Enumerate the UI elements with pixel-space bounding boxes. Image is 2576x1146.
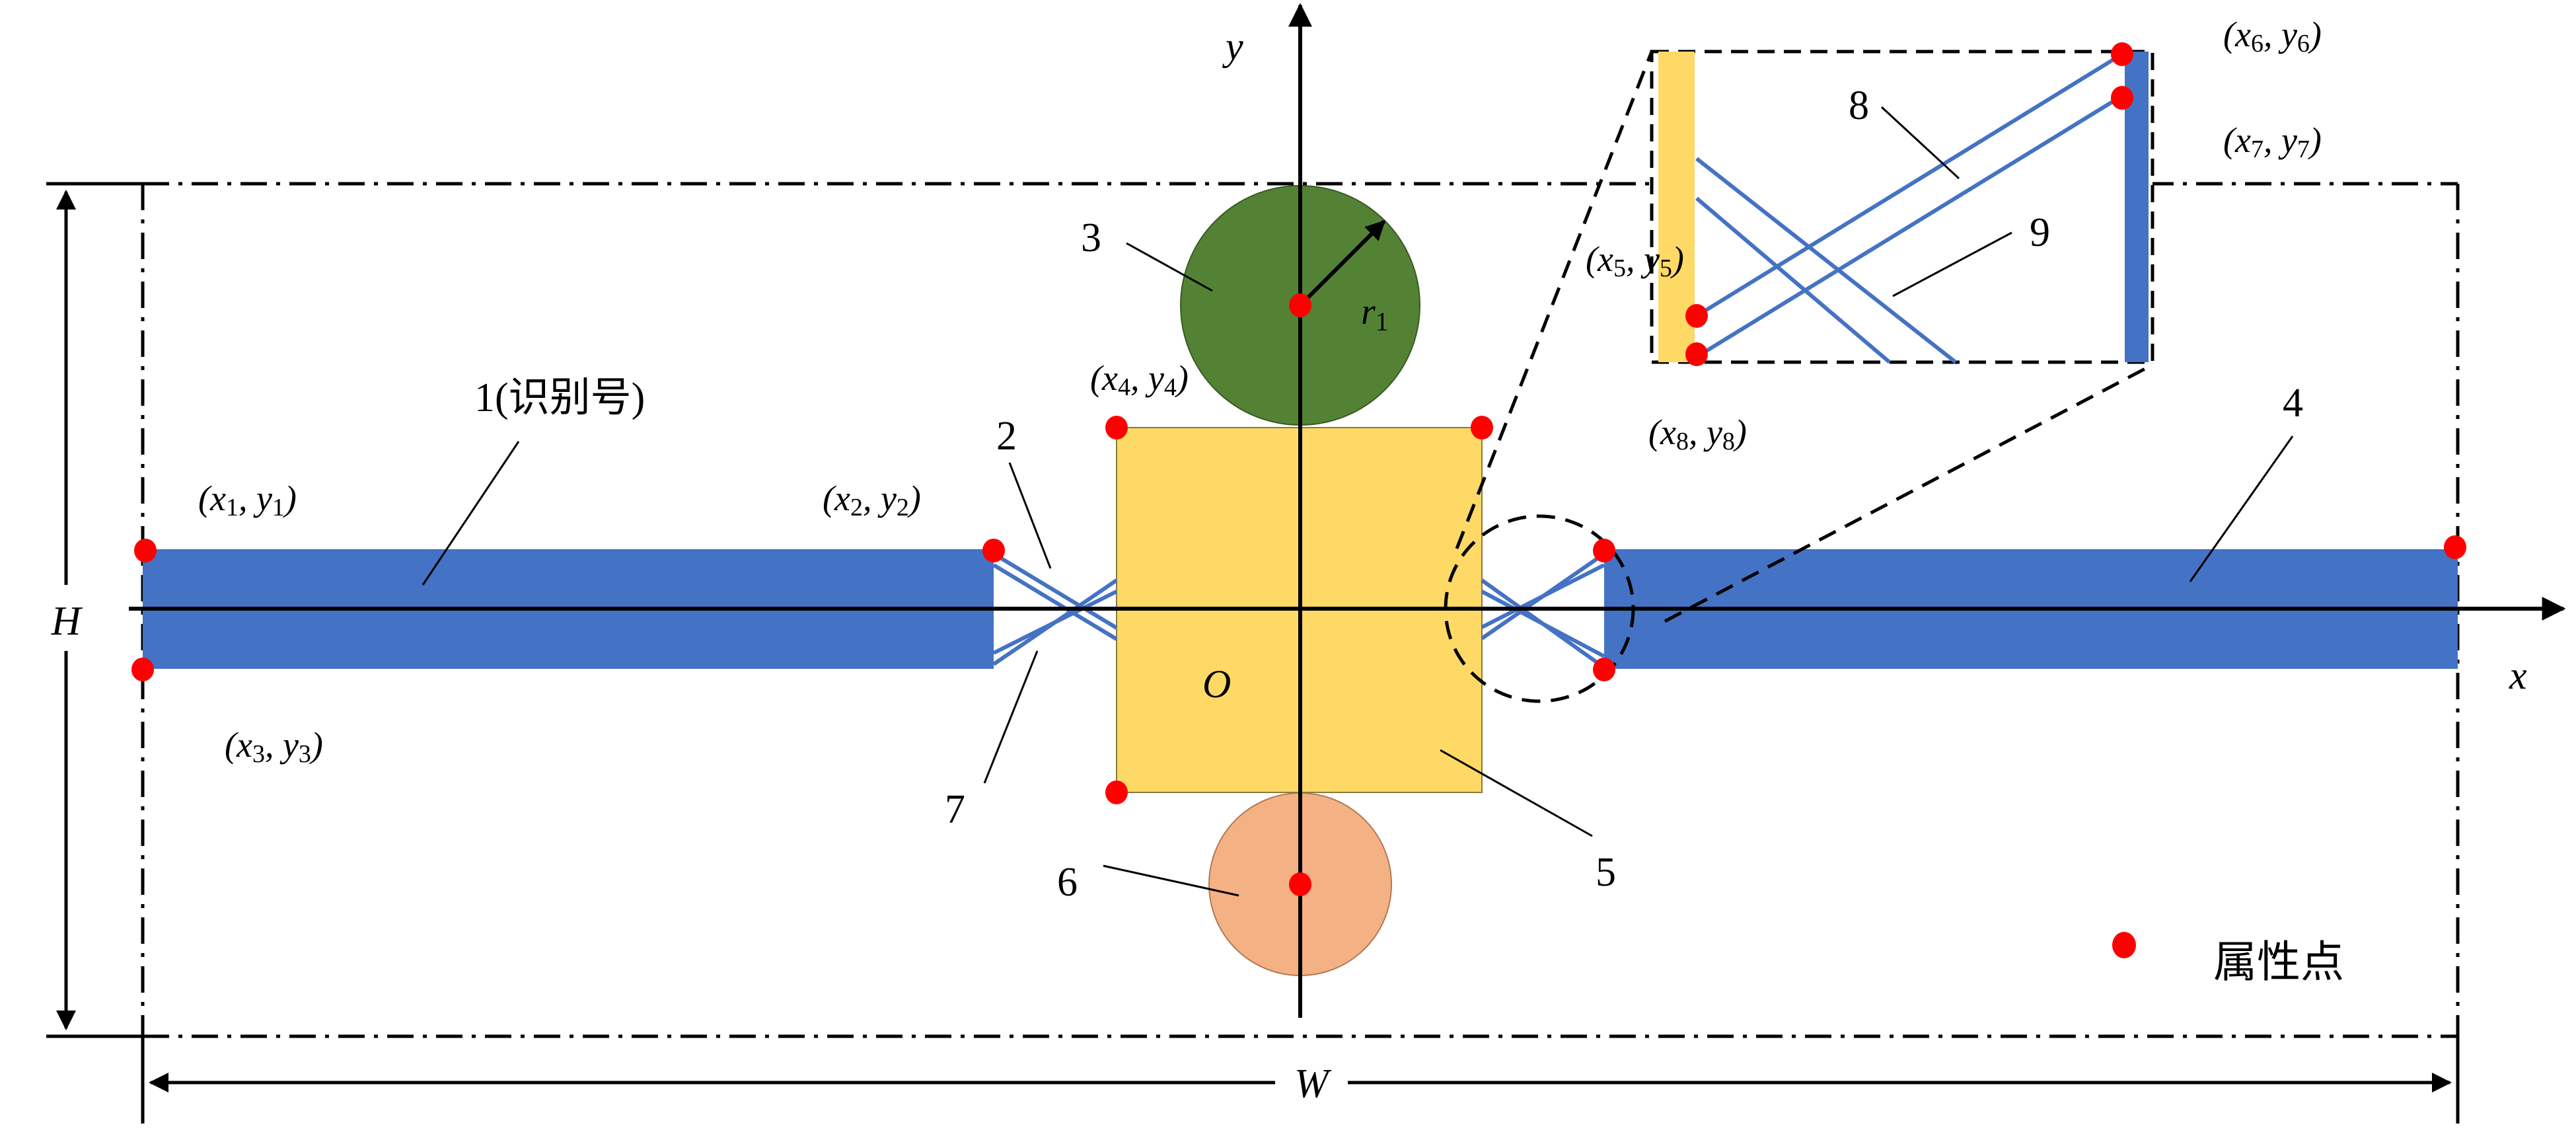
point-right-beam-top[interactable] <box>1593 539 1615 562</box>
coord-label-7: (x7, y7) <box>2223 120 2322 163</box>
callout-line-top <box>1455 51 1654 549</box>
coord-label-6: (x6, y6) <box>2223 15 2322 57</box>
coord-label-4: (x4, y4) <box>1090 358 1189 401</box>
height-dimension: H <box>46 182 143 1038</box>
attribute-points <box>131 42 2466 896</box>
point-top-circle-center[interactable] <box>1289 293 1311 317</box>
callout-line-bottom <box>1664 363 2154 623</box>
point-bottom-circle-center[interactable] <box>1289 872 1311 896</box>
radius-arrow <box>1298 219 1386 307</box>
label-component-4: 4 <box>2283 381 2303 426</box>
point-3[interactable] <box>131 658 154 681</box>
label-component-6: 6 <box>1057 860 1078 905</box>
width-dimension: W <box>141 1036 2460 1124</box>
label-component-1: 1(识别号) <box>474 375 645 420</box>
width-label: W <box>1294 1061 1332 1106</box>
label-component-2: 2 <box>996 414 1017 459</box>
detail-callout-circle <box>1444 514 1635 703</box>
left-braces <box>992 552 1118 666</box>
point-right-beam-bottom[interactable] <box>1593 658 1615 681</box>
point-1[interactable] <box>134 539 157 562</box>
label-component-9: 9 <box>2030 210 2050 255</box>
coord-label-1: (x1, y1) <box>198 478 297 521</box>
height-label: H <box>51 599 83 644</box>
coord-label-3: (x3, y3) <box>225 725 323 768</box>
label-component-7: 7 <box>945 787 965 832</box>
coordinate-labels: (x1, y1) (x2, y2) (x3, y3) (x4, y4) (x5,… <box>198 15 2322 768</box>
point-right-beam-end[interactable] <box>2444 535 2466 559</box>
detail-inset <box>1650 50 2154 364</box>
point-4b[interactable] <box>1471 416 1493 439</box>
point-5[interactable] <box>1685 304 1708 328</box>
point-4a[interactable] <box>1105 416 1128 439</box>
component-labels: 1(识别号) 2 3 4 5 6 7 8 9 <box>422 83 2303 905</box>
point-6[interactable] <box>2111 42 2133 66</box>
right-braces <box>1481 552 1605 669</box>
point-7[interactable] <box>2111 86 2133 110</box>
y-axis-label: y <box>1222 24 1243 68</box>
legend-label: 属性点 <box>2213 936 2344 987</box>
point-8[interactable] <box>1685 342 1708 366</box>
label-component-3: 3 <box>1081 215 1101 260</box>
radius-label: r1 <box>1361 291 1389 336</box>
point-2[interactable] <box>982 539 1005 562</box>
origin-label: O <box>1202 662 1231 706</box>
legend-point-icon <box>2112 932 2136 958</box>
coord-label-2: (x2, y2) <box>823 478 921 521</box>
label-component-5: 5 <box>1596 850 1616 895</box>
label-component-8: 8 <box>1849 83 1869 128</box>
point-block-bottom-left[interactable] <box>1105 781 1128 804</box>
legend: 属性点 <box>2112 932 2344 987</box>
coord-label-8: (x8, y8) <box>1648 412 1747 455</box>
x-axis-label: x <box>2509 654 2527 697</box>
